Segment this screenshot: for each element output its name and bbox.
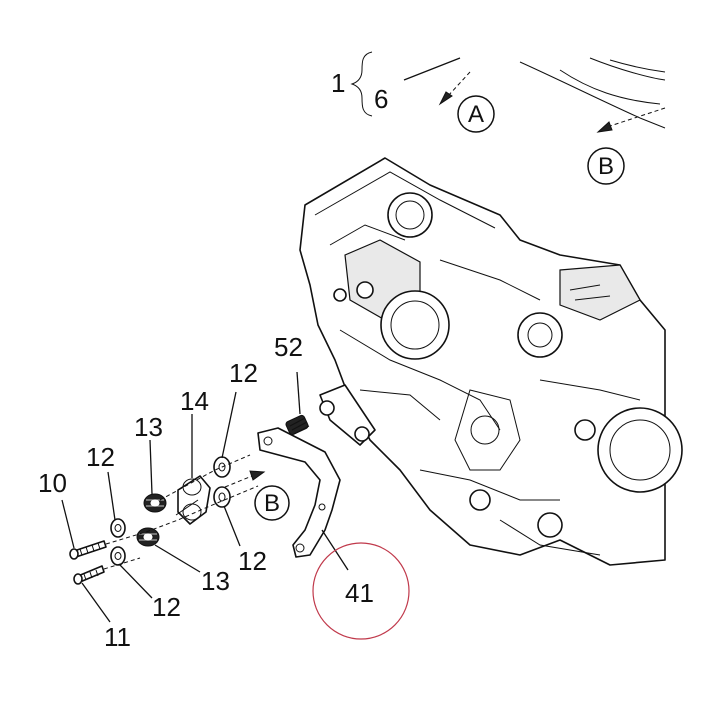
- highlight-circle-41: [312, 542, 410, 640]
- circle-label-B-top: B: [587, 147, 625, 185]
- spacer-plate-part-14: [175, 475, 211, 525]
- callout-10: 10: [38, 468, 67, 498]
- callout-12-mid: 12: [238, 546, 267, 576]
- svg-text:B: B: [598, 153, 614, 180]
- callout-11: 11: [104, 622, 131, 652]
- callout-1: 1: [331, 68, 345, 98]
- washer-12-d: [110, 546, 126, 566]
- callout-13-bottom: 13: [201, 566, 230, 596]
- crankcase: [299, 157, 683, 566]
- bracket-brace: [350, 51, 373, 117]
- callout-52: 52: [274, 332, 303, 362]
- bolt-part-11: [73, 565, 105, 585]
- knurled-nut-13-top: [143, 493, 167, 513]
- callout-41: 41: [345, 578, 374, 608]
- washer-12-b: [213, 486, 231, 508]
- upper-housing-edge: [519, 57, 666, 129]
- callout-6: 6: [374, 84, 388, 114]
- washer-12-c: [110, 518, 126, 538]
- bracket-plate-part-41: [257, 427, 341, 558]
- callout-12-bottom: 12: [152, 592, 181, 622]
- svg-text:B: B: [264, 490, 280, 517]
- leader-lines: [61, 57, 461, 623]
- knurled-nut-13-bottom: [136, 527, 160, 547]
- arrow-to-B-mid: [224, 470, 266, 488]
- svg-text:A: A: [468, 101, 484, 128]
- spring-part-52: [285, 414, 310, 436]
- arrow-to-A: [438, 71, 471, 106]
- arrow-to-B-top: [596, 107, 666, 133]
- callout-13-top: 13: [134, 412, 163, 442]
- bolt-part-10: [69, 540, 107, 560]
- circle-label-A: A: [457, 95, 495, 133]
- callout-12-top: 12: [229, 358, 258, 388]
- callout-12-left: 12: [86, 442, 115, 472]
- circle-label-B-mid: B: [254, 485, 290, 521]
- assembly-guides: [103, 454, 259, 570]
- callout-14: 14: [180, 386, 209, 416]
